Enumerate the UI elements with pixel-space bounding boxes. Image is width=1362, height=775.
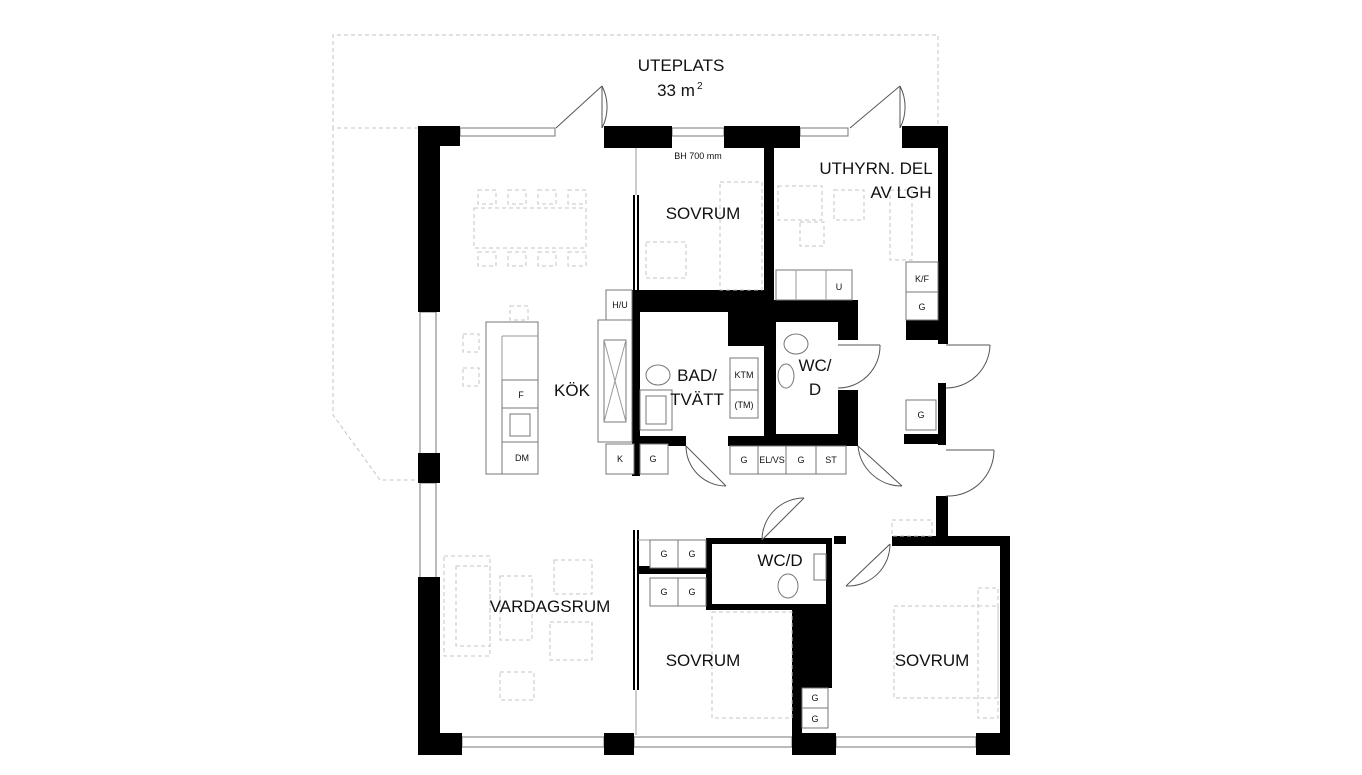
label-bedroom-mid: SOVRUM (666, 651, 741, 670)
label-kitchen: KÖK (554, 381, 591, 400)
label-tm: (TM) (735, 400, 754, 410)
label-bath-line2: TVÄTT (670, 390, 724, 409)
label-hu: H/U (612, 300, 628, 310)
doors (555, 85, 995, 587)
label-wc-mid: WC/D (757, 551, 802, 570)
label-dm: DM (515, 453, 529, 463)
label-g-right-1: G (811, 693, 818, 703)
label-patio: UTEPLATS (638, 56, 725, 75)
label-bedroom-right: SOVRUM (895, 651, 970, 670)
label-g-row-2: G (797, 455, 804, 465)
label-bedroom-top: SOVRUM (666, 204, 741, 223)
label-patio-area-sup: 2 (697, 81, 703, 92)
label-patio-area: 33 m (657, 81, 695, 100)
label-rental-line2: AV LGH (870, 183, 931, 202)
label-living: VARDAGSRUM (490, 597, 611, 616)
kitchen-fixtures (485, 261, 939, 729)
label-elvs: EL/VS (759, 455, 785, 465)
label-f: F (518, 390, 524, 400)
label-u: U (836, 282, 843, 292)
furniture (443, 181, 999, 719)
label-wc-top-line1: WC/ (798, 356, 831, 375)
walls (418, 126, 1010, 755)
label-g-rental-2: G (917, 410, 924, 420)
label-wc-top-line2: D (809, 380, 821, 399)
label-g-right-2: G (811, 714, 818, 724)
label-g-rental-1: G (918, 302, 925, 312)
label-window-note: BH 700 mm (674, 151, 722, 161)
room-labels: UTEPLATS 33 m 2 BH 700 mm SOVRUM UTHYRN.… (490, 56, 970, 670)
label-k: K (617, 454, 623, 464)
label-kf: K/F (915, 274, 930, 284)
partitions (633, 148, 706, 735)
label-bath-line1: BAD/ (677, 366, 717, 385)
label-g-row-1: G (740, 455, 747, 465)
label-g-bed-4: G (688, 587, 695, 597)
label-g-bed-2: G (688, 549, 695, 559)
patio-outline (332, 34, 939, 481)
label-g-bed-3: G (660, 587, 667, 597)
label-rental-line1: UTHYRN. DEL (819, 159, 932, 178)
label-st: ST (825, 455, 837, 465)
label-ktm: KTM (735, 370, 754, 380)
label-g-bed-1: G (660, 549, 667, 559)
label-g-kitchen: G (649, 454, 656, 464)
fixture-labels: H/U K/F G U F DM K G KTM (TM) G EL/VS G … (515, 274, 929, 724)
